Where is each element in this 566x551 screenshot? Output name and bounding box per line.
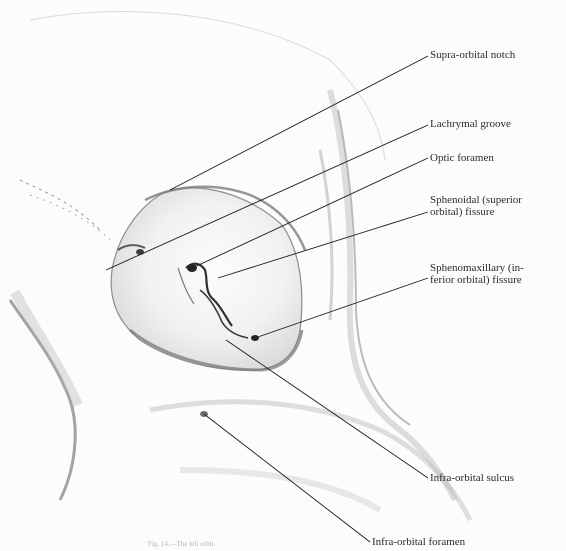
label-sphenoidal-fissure-line1: Sphenoidal (superior <box>430 195 522 206</box>
label-infra-orbital-foramen: Infra-orbital foramen <box>372 537 465 548</box>
label-lachrymal-groove: Lachrymal groove <box>430 119 511 130</box>
figure-caption: Fig. 14.—The left orbit. <box>148 540 215 548</box>
label-optic-foramen: Optic foramen <box>430 153 494 164</box>
label-sphenomaxillary-fissure-line2: ferior orbital) fissure <box>430 275 522 286</box>
label-infra-orbital-sulcus: Infra-orbital sulcus <box>430 473 514 484</box>
label-sphenoidal-fissure-line2: orbital) fissure <box>430 207 494 218</box>
label-supra-orbital-notch: Supra-orbital notch <box>430 50 515 61</box>
label-sphenomaxillary-fissure-line1: Sphenomaxillary (in- <box>430 263 524 274</box>
